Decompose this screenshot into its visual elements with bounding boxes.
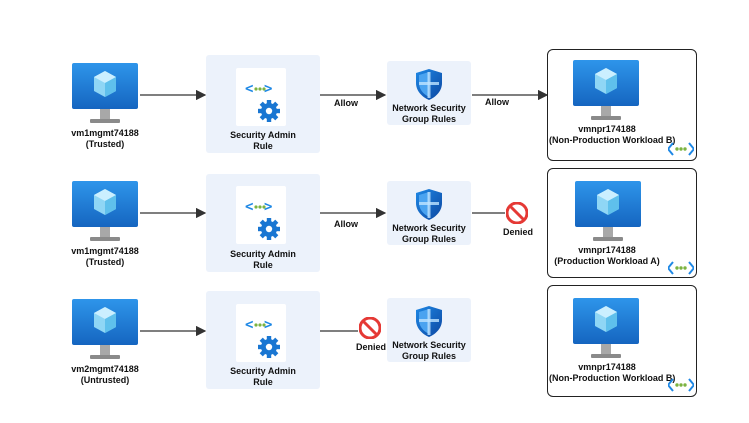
source-vm-label: vm2mgmt74188 (Untrusted) (45, 364, 165, 386)
virtual-machine-icon (575, 181, 641, 241)
source-vm-tag: (Untrusted) (80, 375, 130, 385)
nsg-line1: Network Security (392, 103, 466, 113)
virtual-machine-icon (573, 298, 639, 358)
source-vm-name: vm1mgmt74188 (71, 128, 139, 138)
security-admin-rule-label: Security Admin Rule (206, 130, 320, 152)
admin-rule-card (236, 68, 286, 126)
admin-rule-card (236, 304, 286, 362)
nsg-line1: Network Security (392, 223, 466, 233)
nsg-line1: Network Security (392, 340, 466, 350)
security-admin-rule-label: Security Admin Rule (206, 366, 320, 388)
target-vm-name: vmnpr174188 (578, 362, 636, 372)
shield-icon (416, 69, 442, 100)
virtual-machine-icon (573, 60, 639, 120)
nsg-line2: Group Rules (401, 114, 456, 124)
target-vm-label: vmnpr174188 (Production Workload A) (549, 245, 665, 267)
target-vm-label: vmnpr174188 (Non-Production Workload B) (549, 124, 676, 146)
virtual-machine-icon (72, 63, 138, 123)
security-admin-rule-label: Security Admin Rule (206, 249, 320, 271)
admin-rule-line2: Rule (253, 141, 273, 151)
target-vm-name: vmnpr174188 (578, 124, 636, 134)
target-vm-tag: (Non-Production Workload B) (549, 373, 676, 383)
virtual-network-icon (668, 261, 694, 275)
nsg-rules-label: Network Security Group Rules (384, 223, 474, 245)
network-manager-icon (245, 317, 280, 358)
target-vm-tag: (Non-Production Workload B) (549, 135, 676, 145)
edge-label-allow: Allow (334, 98, 358, 108)
target-vm-label: vmnpr174188 (Non-Production Workload B) (549, 362, 676, 384)
admin-rule-card (236, 186, 286, 244)
denied-label: Denied (355, 342, 386, 352)
nsg-line2: Group Rules (401, 234, 456, 244)
denied-label: Denied (502, 227, 533, 237)
target-vm-name: vmnpr174188 (578, 245, 636, 255)
network-manager-icon (245, 81, 280, 122)
admin-rule-line2: Rule (253, 260, 273, 270)
edge-label-allow: Allow (334, 219, 358, 229)
admin-rule-line1: Security Admin (230, 249, 296, 259)
admin-rule-line2: Rule (253, 377, 273, 387)
nsg-rules-label: Network Security Group Rules (384, 340, 474, 362)
admin-rule-line1: Security Admin (230, 130, 296, 140)
network-manager-icon (245, 199, 280, 240)
virtual-network-icon (668, 142, 694, 156)
virtual-network-icon (668, 378, 694, 392)
shield-icon (416, 189, 442, 220)
source-vm-label: vm1mgmt74188 (Trusted) (45, 246, 165, 268)
admin-rule-line1: Security Admin (230, 366, 296, 376)
source-vm-name: vm2mgmt74188 (71, 364, 139, 374)
source-vm-tag: (Trusted) (85, 139, 125, 149)
virtual-machine-icon (72, 299, 138, 359)
no-entry-icon (506, 202, 528, 224)
nsg-rules-label: Network Security Group Rules (384, 103, 474, 125)
shield-icon (416, 306, 442, 337)
virtual-machine-icon (72, 181, 138, 241)
edge-label-allow: Allow (485, 97, 509, 107)
source-vm-tag: (Trusted) (85, 257, 125, 267)
source-vm-name: vm1mgmt74188 (71, 246, 139, 256)
no-entry-icon (359, 317, 381, 339)
source-vm-label: vm1mgmt74188 (Trusted) (45, 128, 165, 150)
target-vm-tag: (Production Workload A) (554, 256, 660, 266)
nsg-line2: Group Rules (401, 351, 456, 361)
